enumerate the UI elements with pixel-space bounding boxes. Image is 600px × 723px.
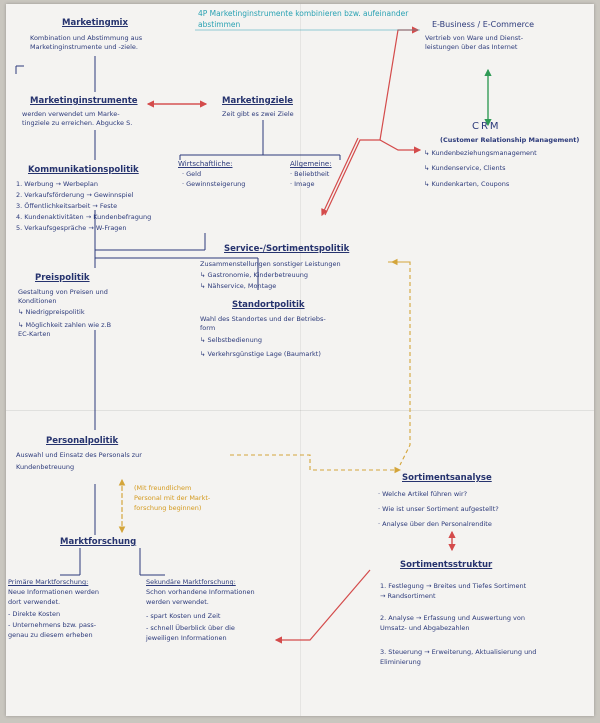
node-marketingmix-line: Marketinginstrumente und -ziele.	[30, 43, 138, 51]
node-kommunikation-line: 1. Werbung → Werbeplan	[16, 180, 98, 188]
arrow-struktur-sekundaer	[274, 569, 371, 644]
node-personal-note-line: forschung beginnen)	[134, 504, 202, 512]
node-standort-line: Wahl des Standortes und der Betriebs-	[200, 315, 326, 323]
node-kommunikation-line: 4. Kundenaktivitäten → Kundenbefragung	[16, 213, 152, 221]
node-standort-title: Standortpolitik	[232, 300, 305, 310]
node-preis-line: Gestaltung von Preisen und	[18, 288, 108, 296]
node-primaere-title: Primäre Marktforschung:	[8, 578, 89, 586]
node-marketingziele-line: Zeit gibt es zwei Ziele	[222, 110, 294, 118]
node-kommunikation-title: Kommunikationspolitik	[28, 165, 139, 175]
node-sortimentsstruktur-line: Umsatz- und Abgabezahlen	[380, 624, 470, 632]
node-marketingmix-title: Marketingmix	[62, 18, 128, 28]
paper-fold-horizontal	[6, 410, 594, 411]
node-marketinginstrumente-line: tingziele zu erreichen. Abgucke S.	[22, 119, 133, 127]
node-sekundaere-line: - schnell Überblick über die	[146, 624, 235, 632]
node-preis-line: Konditionen	[18, 297, 57, 305]
node-service-line: ↳ Gastronomie, Kinderbetreuung	[200, 271, 309, 279]
node-sortimentsanalyse-line: · Wie ist unser Sortiment aufgestellt?	[378, 505, 499, 513]
node-sortimentsanalyse-line: · Analyse über den Personalrendite	[378, 520, 492, 528]
node-personal-title: Personalpolitik	[46, 436, 119, 446]
node-wirtschaftliche-title: Wirtschaftliche:	[178, 160, 233, 168]
node-preis-title: Preispolitik	[35, 273, 90, 283]
node-service-line: ↳ Nähservice, Montage	[200, 282, 277, 290]
node-marketingmix-line: Kombination und Abstimmung aus	[30, 34, 143, 42]
node-personal-line: Kundenbetreuung	[16, 463, 75, 471]
node-sortimentsstruktur-title: Sortimentsstruktur	[400, 560, 493, 570]
node-standort-line: ↳ Selbstbedienung	[200, 336, 263, 344]
arrow-to-crm	[379, 139, 422, 154]
node-sekundaere-line: werden verwendet.	[146, 598, 209, 606]
node-wirtschaftliche-line: · Gewinnsteigerung	[182, 180, 246, 188]
node-primaere-line: genau zu diesem erheben	[8, 631, 93, 639]
node-kommunikation-line: 5. Verkaufsgespräche → W-Fragen	[16, 224, 127, 232]
node-service-title: Service-/Sortimentspolitik	[224, 244, 350, 254]
node-sekundaere-line: Schon vorhandene Informationen	[146, 588, 255, 596]
node-primaere-line: Neue Informationen werden	[8, 588, 99, 596]
node-preis-line: EC-Karten	[18, 330, 51, 338]
node-allgemeine-line: · Beliebtheit	[290, 170, 330, 178]
node-marketinginstrumente-line: werden verwendet um Marke-	[22, 110, 120, 118]
node-sekundaere-title: Sekundäre Marktforschung:	[146, 578, 236, 586]
node-personal-note-line: Personal mit der Markt-	[134, 494, 211, 502]
node-wirtschaftliche-line: · Geld	[182, 170, 202, 178]
node-standort-line: form	[200, 324, 216, 332]
node-sortimentsanalyse-line: · Welche Artikel führen wir?	[378, 490, 468, 498]
node-primaere-line: - Unternehmens bzw. pass-	[8, 621, 97, 629]
dashed-service-analyse	[388, 261, 411, 466]
node-kommunikation-line: 2. Verkaufsförderung → Gewinnspiel	[16, 191, 134, 199]
node-crm-line: ↳ Kundenkarten, Coupons	[424, 180, 510, 188]
node-crm-line: ↳ Kundenservice, Clients	[424, 164, 506, 172]
node-kommunikation-line: 3. Öffentlichkeitsarbeit → Feste	[16, 202, 118, 210]
node-sortimentsstruktur-line: → Randsortiment	[380, 592, 436, 600]
node-sortimentsstruktur-line: 3. Steuerung → Erweiterung, Aktualisieru…	[380, 648, 537, 656]
node-preis-line: ↳ Niedrigpreispolitik	[18, 308, 85, 316]
paper-fold-vertical	[300, 4, 301, 716]
node-marktforschung-title: Marktforschung	[60, 537, 137, 547]
node-allgemeine-line: · Image	[290, 180, 315, 188]
node-sortimentsanalyse-title: Sortimentsanalyse	[402, 473, 492, 483]
node-allgemeine-title: Allgemeine:	[290, 160, 332, 168]
paper-sheet	[6, 4, 594, 716]
node-crm-title: CRM	[472, 121, 501, 132]
node-service-line: Zusammenstellungen sonstiger Leistungen	[200, 260, 341, 268]
dashed-personal-analyse	[230, 454, 402, 474]
node-sekundaere-line: jeweiligen Informationen	[146, 634, 227, 642]
node-preis-line: ↳ Möglichkeit zahlen wie z.B	[18, 321, 112, 329]
node-ebusiness-line: Vertrieb von Ware und Dienst-	[425, 34, 524, 42]
node-sortimentsstruktur-line: Eliminierung	[380, 658, 421, 666]
node-personal-note-line: (Mit freundlichem	[134, 484, 192, 492]
node-personal-line: Auswahl und Einsatz des Personals zur	[16, 451, 142, 459]
node-crm-line: ↳ Kundenbeziehungsmanagement	[424, 149, 537, 157]
arrow-to-ebusiness	[324, 26, 420, 216]
node-sortimentsstruktur-line: 2. Analyse → Erfassung und Auswertung vo…	[380, 614, 525, 622]
node-standort-line: ↳ Verkehrsgünstige Lage (Baumarkt)	[200, 350, 321, 358]
node-ebusiness-title: E-Business / E-Commerce	[432, 20, 535, 29]
node-crm-subtitle: (Customer Relationship Management)	[440, 136, 580, 144]
node-sekundaere-line: - spart Kosten und Zeit	[146, 612, 221, 620]
node-marketinginstrumente-title: Marketinginstrumente	[30, 96, 138, 106]
node-marketingziele-title: Marketingziele	[222, 96, 293, 106]
node-primaere-line: dort verwendet.	[8, 598, 61, 606]
page-title: 4P Marketinginstrumente kombinieren bzw.…	[198, 9, 409, 29]
node-primaere-line: - Direkte Kosten	[8, 610, 61, 618]
node-ebusiness-line: leistungen über das Internet	[425, 43, 518, 51]
node-sortimentsstruktur-line: 1. Festlegung → Breites und Tiefes Sorti…	[380, 582, 527, 590]
